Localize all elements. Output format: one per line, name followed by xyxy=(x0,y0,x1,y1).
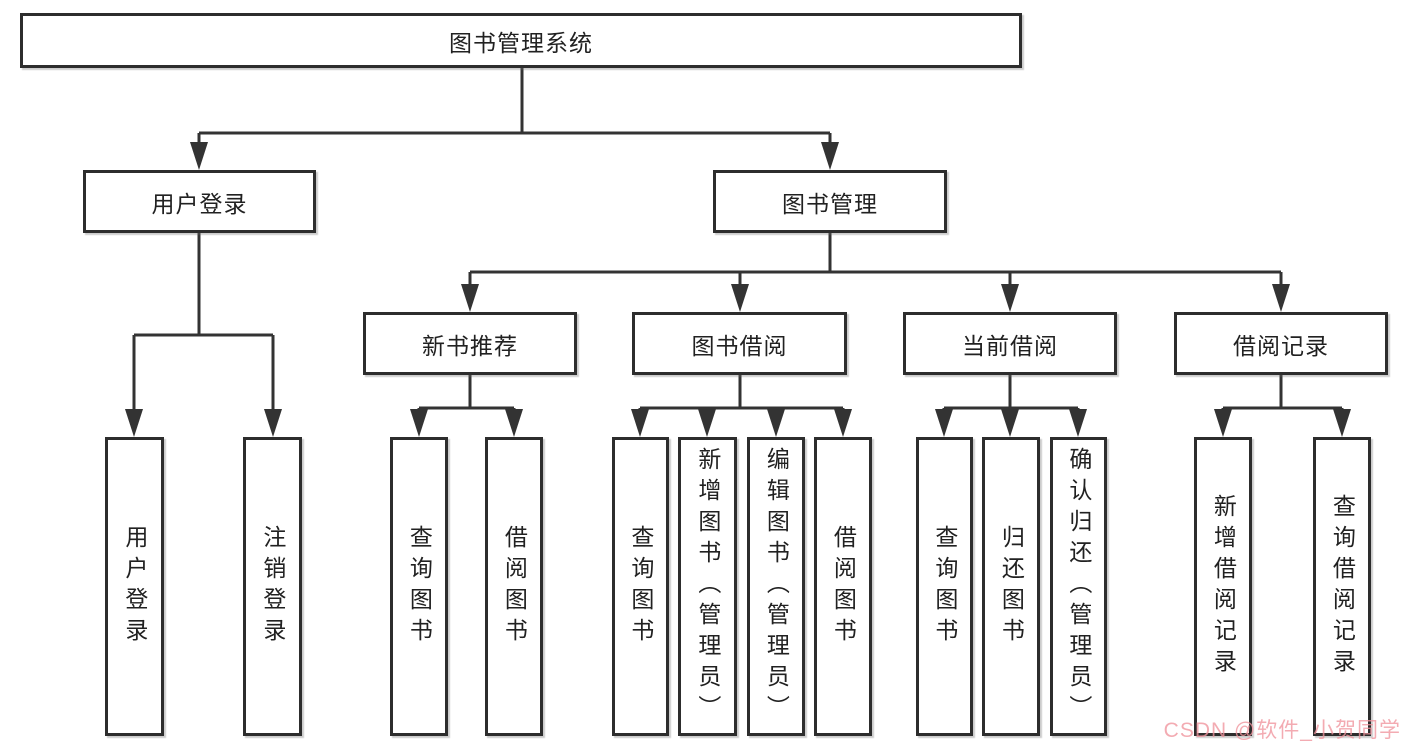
leaf-return-books: 归还图书 xyxy=(982,437,1040,736)
leaf-label: 新增图书（管理员） xyxy=(694,447,721,726)
leaf-label: 查询图书 xyxy=(406,524,433,649)
leaf-label: 用户登录 xyxy=(121,524,148,649)
leaf-label: 新增借阅记录 xyxy=(1210,493,1237,680)
node-label: 用户登录 xyxy=(151,190,248,217)
leaf-label: 编辑图书（管理员） xyxy=(763,447,790,726)
node-book-management: 图书管理 xyxy=(713,170,947,233)
node-label: 图书管理 xyxy=(782,190,878,217)
node-label: 图书管理系统 xyxy=(449,29,593,56)
node-label: 借阅记录 xyxy=(1233,332,1329,359)
node-book-borrowing: 图书借阅 xyxy=(632,312,847,375)
leaf-query-borrow-record: 查询借阅记录 xyxy=(1313,437,1371,736)
node-label: 当前借阅 xyxy=(962,332,1058,359)
leaf-label: 确认归还（管理员） xyxy=(1065,447,1092,726)
leaf-query-books-current: 查询图书 xyxy=(916,437,973,736)
leaf-label: 查询借阅记录 xyxy=(1329,493,1356,680)
leaf-add-book-admin: 新增图书（管理员） xyxy=(678,437,737,736)
node-current-borrowing: 当前借阅 xyxy=(903,312,1117,375)
leaf-label: 借阅图书 xyxy=(501,524,528,649)
leaf-label: 归还图书 xyxy=(998,524,1025,649)
leaf-label: 注销登录 xyxy=(259,524,286,649)
node-library-management-system: 图书管理系统 xyxy=(20,13,1022,68)
leaf-label: 查询图书 xyxy=(627,524,654,649)
leaf-confirm-return-admin: 确认归还（管理员） xyxy=(1050,437,1107,736)
leaf-query-books-borrowing: 查询图书 xyxy=(612,437,669,736)
arrowheads xyxy=(125,142,1351,437)
node-borrowing-records: 借阅记录 xyxy=(1174,312,1388,375)
node-new-book-recommendation: 新书推荐 xyxy=(363,312,577,375)
node-label: 图书借阅 xyxy=(691,332,788,359)
leaf-edit-book-admin: 编辑图书（管理员） xyxy=(747,437,805,736)
leaf-add-borrow-record: 新增借阅记录 xyxy=(1194,437,1252,736)
leaf-label: 借阅图书 xyxy=(830,524,857,649)
leaf-user-login: 用户登录 xyxy=(105,437,164,736)
leaf-logout: 注销登录 xyxy=(243,437,302,736)
leaf-label: 查询图书 xyxy=(931,524,958,649)
node-label: 新书推荐 xyxy=(422,332,518,359)
leaf-borrow-books-borrowing: 借阅图书 xyxy=(814,437,872,736)
leaf-query-books-recommendation: 查询图书 xyxy=(390,437,448,736)
leaf-borrow-books-recommendation: 借阅图书 xyxy=(485,437,543,736)
node-user-login: 用户登录 xyxy=(83,170,316,233)
